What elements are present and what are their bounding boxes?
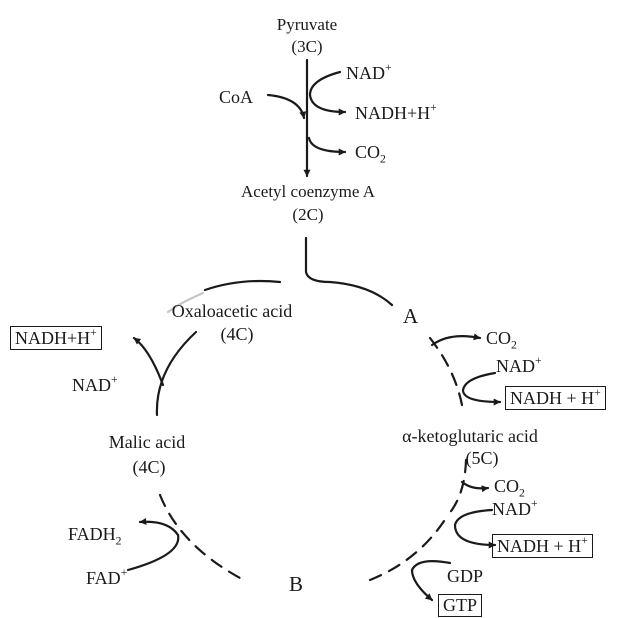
nadh-top-label: NADH+H+ <box>355 100 437 123</box>
oxaloacetic-label: Oxaloacetic acid <box>171 301 293 321</box>
coa-entry-arrow <box>266 93 307 120</box>
acetyl-coa-label: Acetyl coenzyme A <box>240 182 376 201</box>
cycle-arc-top-left <box>203 279 282 292</box>
fadh2-label: FADH2 <box>68 524 122 548</box>
gtp-box: GTP <box>438 594 483 617</box>
malic-carbons: (4C) <box>132 457 166 477</box>
label-a: A <box>403 304 419 328</box>
cycle-arc-top-left-faint <box>166 291 205 314</box>
co2-k-label: CO2 <box>494 476 525 500</box>
nadh-a-box: NADH + H+ <box>505 386 606 410</box>
acetyl-join-line <box>304 236 394 307</box>
nad-to-nadh-a-arrow <box>461 371 502 406</box>
coa-label: CoA <box>219 87 254 107</box>
cycle-arc-left <box>155 330 198 417</box>
cycle-arc-right-upper <box>428 336 464 407</box>
nad-k-label: NAD+ <box>492 496 538 519</box>
co2-a-arrow <box>430 333 482 347</box>
pyruvate-carbons: (3C) <box>291 37 323 56</box>
nad-to-nadh-top-arrow <box>308 70 347 116</box>
nadh-k-box: NADH + H+ <box>492 534 593 558</box>
nad-left-label: NAD+ <box>72 372 118 395</box>
nad-top-label: NAD+ <box>346 60 392 83</box>
fad-label: FAD+ <box>86 565 128 588</box>
ketoglutaric-label: α-ketoglutaric acid <box>402 426 538 446</box>
cycle-arc-bottom-right <box>368 513 450 582</box>
fad-to-fadh2-arrow <box>126 518 180 572</box>
co2-k-arrow <box>460 480 490 493</box>
nad-a-label: NAD+ <box>496 353 542 376</box>
nad-to-nadh-k-arrow <box>453 508 497 549</box>
co2-top-label: CO2 <box>355 142 386 166</box>
co2-top-arrow <box>307 136 347 156</box>
cycle-arc-bottom-left <box>158 493 242 580</box>
gdp-to-gtp-arrow <box>410 560 452 602</box>
ketoglutaric-carbons: (5C) <box>465 448 499 468</box>
gdp-label: GDP <box>447 566 484 586</box>
co2-a-label: CO2 <box>486 328 517 352</box>
nadh-left-arrow <box>132 336 165 387</box>
oxaloacetic-carbons: (4C) <box>220 324 254 344</box>
cycle-arc-right-lower <box>446 458 468 517</box>
acetyl-coa-carbons: (2C) <box>292 205 324 224</box>
nadh-left-box: NADH+H+ <box>10 326 102 350</box>
malic-label: Malic acid <box>108 432 186 452</box>
pyruvate-label: Pyruvate <box>276 15 338 34</box>
label-b: B <box>289 572 304 596</box>
